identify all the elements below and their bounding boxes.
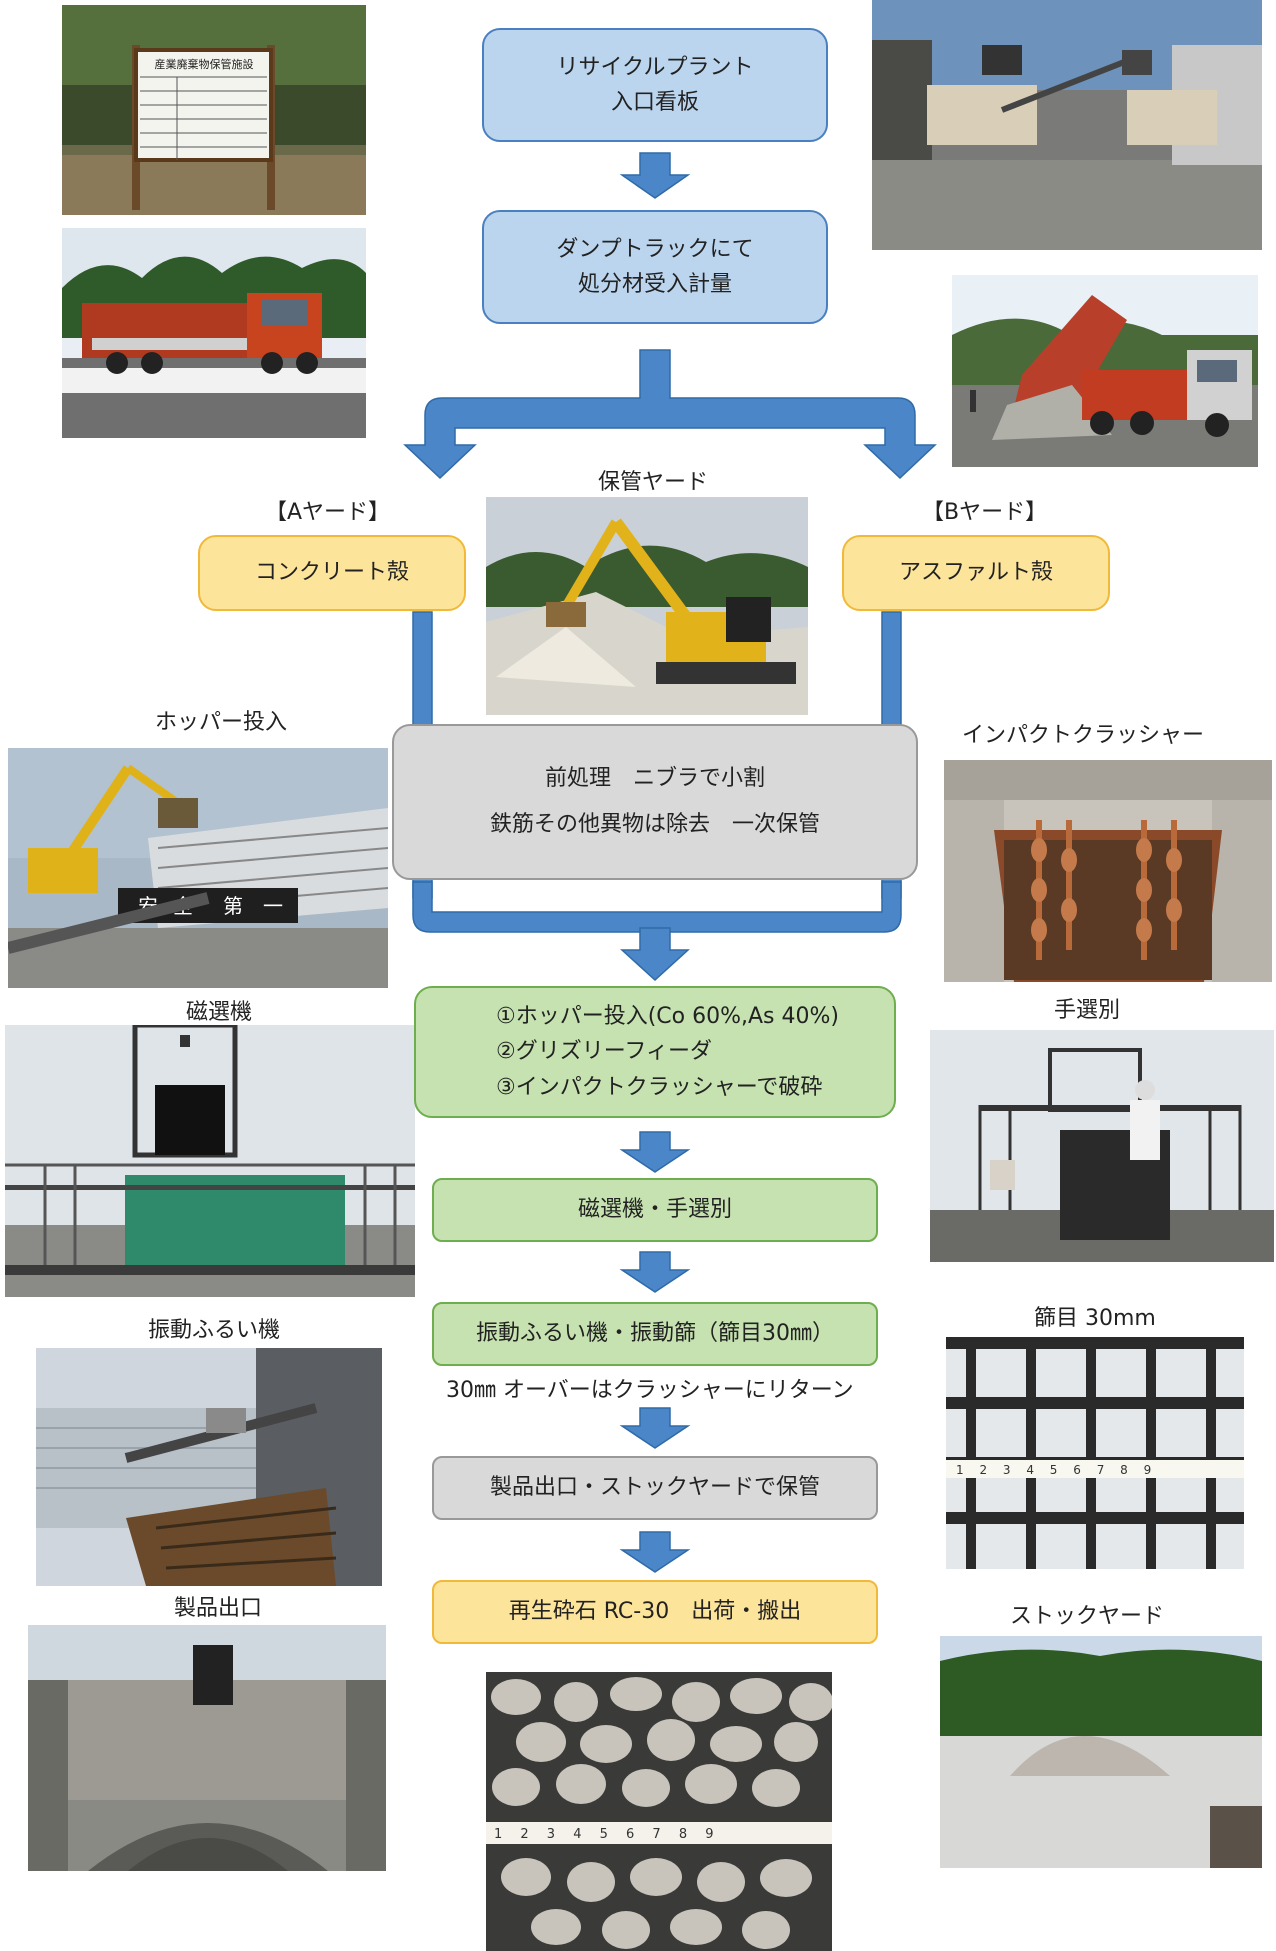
safety-char-3: 第 bbox=[223, 894, 243, 918]
down-arrow-3 bbox=[619, 1251, 691, 1293]
product-outlet-photo bbox=[28, 1625, 386, 1871]
pretreat-line-2: 鉄筋その他異物は除去 一次保管 bbox=[489, 812, 820, 837]
yard-a-box: コンクリート殻 bbox=[198, 535, 466, 611]
plant-overview-photo bbox=[872, 0, 1262, 250]
hand-sorting-photo bbox=[930, 1030, 1274, 1262]
pretreat-line-1: 前処理 ニブラで小割 bbox=[544, 765, 765, 791]
magnet-box: 磁選機・手選別 bbox=[432, 1178, 878, 1242]
mesh-30mm-photo: 1 2 3 4 5 6 7 8 9 bbox=[946, 1337, 1244, 1569]
stock-label: ストックヤード bbox=[1010, 1604, 1165, 1629]
crush-box: ①ホッパー投入(Co 60%,As 40%) ②グリズリーフィーダ ③インパクト… bbox=[414, 986, 896, 1118]
handsort-label: 手選別 bbox=[1054, 998, 1121, 1023]
impact-crusher-label: インパクトクラッシャー bbox=[962, 723, 1205, 748]
entrance-sign-photo: 産業廃棄物保管施設 bbox=[62, 5, 366, 215]
down-arrow-4 bbox=[619, 1407, 691, 1449]
entrance-line-1: リサイクルプラント bbox=[556, 54, 754, 80]
product-out-box: 製品出口・ストックヤードで保管 bbox=[432, 1456, 878, 1520]
receive-box: ダンプトラックにて 処分材受入計量 bbox=[482, 210, 828, 324]
return-note: 30㎜ オーバーはクラッシャーにリターン bbox=[446, 1378, 854, 1403]
receive-line-2: 処分材受入計量 bbox=[577, 272, 732, 297]
mesh-ruler-digits: 1 2 3 4 5 6 7 8 9 bbox=[956, 1463, 1157, 1477]
crushed-stone-photo: 1 2 3 4 5 6 7 8 9 bbox=[486, 1672, 832, 1951]
screen-box: 振動ふるい機・振動篩（篩目30㎜） bbox=[432, 1302, 878, 1366]
stockyard-photo bbox=[940, 1636, 1262, 1868]
mesh-label: 篩目 30mm bbox=[1034, 1306, 1156, 1331]
final-box: 再生砕石 RC-30 出荷・搬出 bbox=[432, 1580, 878, 1644]
yard-a-label: 【Aヤード】 bbox=[265, 500, 391, 525]
crush-line-1: ①ホッパー投入(Co 60%,As 40%) bbox=[496, 1004, 839, 1030]
yard-b-box: アスファルト殻 bbox=[842, 535, 1110, 611]
truck-unloading-photo bbox=[952, 275, 1258, 467]
crush-line-2: ②グリズリーフィーダ bbox=[496, 1039, 712, 1065]
down-arrow-5 bbox=[619, 1531, 691, 1573]
down-arrow-1 bbox=[619, 152, 691, 199]
entrance-sign-box: リサイクルプラント 入口看板 bbox=[482, 28, 828, 142]
pretreat-box: 前処理 ニブラで小割 鉄筋その他異物は除去 一次保管 bbox=[392, 724, 918, 880]
product-label: 製品出口 bbox=[174, 1596, 263, 1621]
magnet-label: 磁選機 bbox=[186, 1000, 253, 1025]
split-arrow bbox=[403, 349, 937, 480]
storage-yard-label: 保管ヤード bbox=[598, 470, 709, 495]
magnetic-separator-photo bbox=[5, 1025, 415, 1297]
dump-truck-photo bbox=[62, 228, 366, 438]
entrance-line-2: 入口看板 bbox=[610, 90, 699, 115]
hopper-photo: 安 全 第 一 bbox=[8, 748, 388, 988]
stone-ruler-digits: 1 2 3 4 5 6 7 8 9 bbox=[494, 1827, 721, 1842]
safety-char-4: 一 bbox=[263, 894, 283, 918]
merge-arrow bbox=[620, 927, 690, 982]
yard-b-label: 【Bヤード】 bbox=[922, 500, 1048, 525]
vibro-label: 振動ふるい機 bbox=[148, 1318, 281, 1343]
crush-line-3: ③インパクトクラッシャーで破砕 bbox=[496, 1074, 823, 1100]
sign-text: 産業廃棄物保管施設 bbox=[155, 57, 254, 71]
impact-crusher-photo bbox=[944, 760, 1272, 982]
storage-yard-photo bbox=[486, 497, 808, 715]
vibrating-screen-photo bbox=[36, 1348, 382, 1586]
merge-channel bbox=[412, 881, 902, 933]
hopper-label: ホッパー投入 bbox=[155, 710, 288, 735]
down-arrow-2 bbox=[619, 1131, 691, 1173]
receive-line-1: ダンプトラックにて bbox=[556, 236, 754, 262]
